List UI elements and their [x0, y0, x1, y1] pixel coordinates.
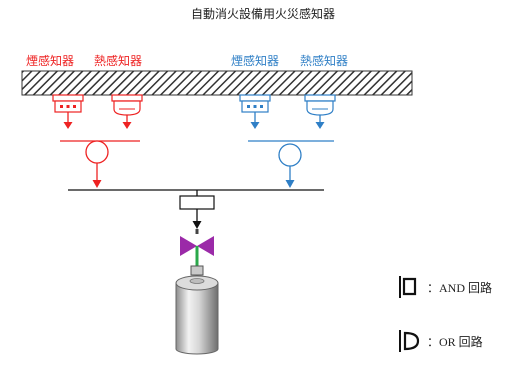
- red-smoke-detector-label: 煙感知器: [26, 54, 75, 68]
- red-smoke-detector-icon: [52, 94, 84, 113]
- red-heat-detector-label: 熱感知器: [94, 54, 143, 68]
- blue-smoke-detector-label: 煙感知器: [231, 54, 280, 68]
- or-legend-label: ：OR 回路: [427, 335, 483, 349]
- red-heat-detector-icon: [111, 94, 143, 116]
- and-circuit: [68, 189, 324, 229]
- and-gate-symbol-icon: [399, 276, 417, 298]
- and-legend-label: ：AND 回路: [427, 281, 492, 295]
- red-or-circuit: [60, 112, 140, 188]
- blue-heat-detector-icon: [304, 94, 336, 116]
- blue-heat-detector-label: 熱感知器: [300, 54, 349, 68]
- gas-cylinder-icon: [175, 265, 219, 355]
- ceiling: [21, 70, 413, 96]
- blue-smoke-detector-icon: [239, 94, 271, 113]
- blue-or-circuit: [248, 112, 334, 188]
- diagram-title: 自動消火設備用火災感知器: [190, 7, 335, 21]
- or-gate-symbol-icon: [399, 330, 420, 352]
- valve-icon: [180, 229, 214, 256]
